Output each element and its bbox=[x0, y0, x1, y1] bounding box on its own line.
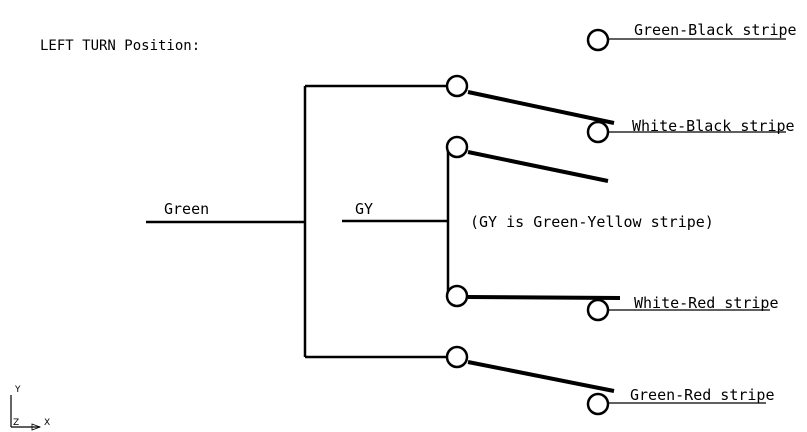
switch-blade-2 bbox=[467, 150, 609, 183]
ucs-icon: Y Z X bbox=[10, 385, 50, 431]
switch-blade-1 bbox=[467, 90, 615, 125]
switch-blade-3 bbox=[467, 295, 621, 300]
green-label: Green bbox=[164, 200, 209, 218]
contact-white-red bbox=[586, 298, 610, 322]
label-green-black: Green-Black stripe bbox=[634, 21, 797, 39]
switch-blade-4 bbox=[467, 360, 615, 393]
ucs-x-label: X bbox=[44, 418, 50, 428]
pivot-terminal-3 bbox=[445, 284, 469, 308]
label-white-red: White-Red stripe bbox=[634, 294, 779, 312]
gy-label: GY bbox=[355, 200, 373, 218]
contact-green-black bbox=[586, 28, 610, 52]
pivot-terminal-4 bbox=[445, 345, 469, 369]
pivot-terminal-2 bbox=[445, 135, 469, 159]
diagram-title: LEFT TURN Position: bbox=[40, 38, 200, 54]
contact-green-red bbox=[586, 392, 610, 416]
ucs-z-label: Z bbox=[13, 418, 19, 428]
ucs-y-label: Y bbox=[14, 385, 21, 395]
label-white-black: White-Black stripe bbox=[632, 117, 795, 135]
contact-white-black bbox=[586, 120, 610, 144]
label-green-red: Green-Red stripe bbox=[630, 386, 775, 404]
gy-note: (GY is Green-Yellow stripe) bbox=[470, 213, 714, 231]
pivot-terminal-1 bbox=[445, 74, 469, 98]
